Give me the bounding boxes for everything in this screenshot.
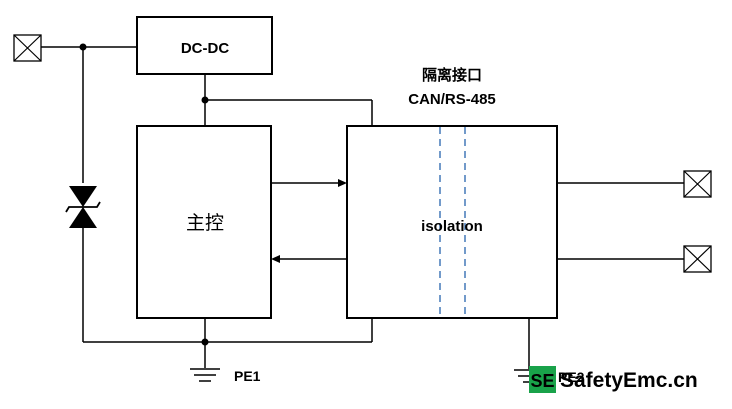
input-terminal-icon [13,34,42,62]
junction-dot [79,43,87,51]
junction-dot [201,338,209,346]
isolation-label: isolation [421,218,483,235]
tx-arrow-icon [338,179,347,187]
pe1-ground-icon [190,368,220,382]
junctions [79,43,209,346]
interface-protocol: CAN/RS-485 [408,91,496,108]
watermark-logo-box [529,366,556,393]
main-controller-box [136,125,272,319]
pe1-label: PE1 [234,368,261,384]
dcdc-box [136,16,273,75]
interface-title: 隔离接口 [422,66,482,84]
isolation-block: isolation [346,125,558,319]
main-controller-label: 主控 [186,212,224,234]
pe2-label: PE2 [558,369,585,385]
wiring [41,46,684,369]
rx-arrow-icon [271,255,280,263]
tvs-diode-icon [65,183,101,228]
dcdc-label: DC-DC [181,40,229,57]
dcdc-block: DC-DC [136,16,273,75]
output-terminal-icon [683,245,712,273]
junction-dot [201,96,209,104]
output-terminal-icon [683,170,712,198]
watermark-logo-text: SE [530,371,554,391]
isolation-box [346,125,558,319]
watermark-site-text: SafetyEmc.cn [560,369,698,392]
main-controller-block: 主控 [136,125,272,319]
watermark: SE SafetyEmc.cn [529,366,698,393]
signal-arrows [271,179,347,263]
